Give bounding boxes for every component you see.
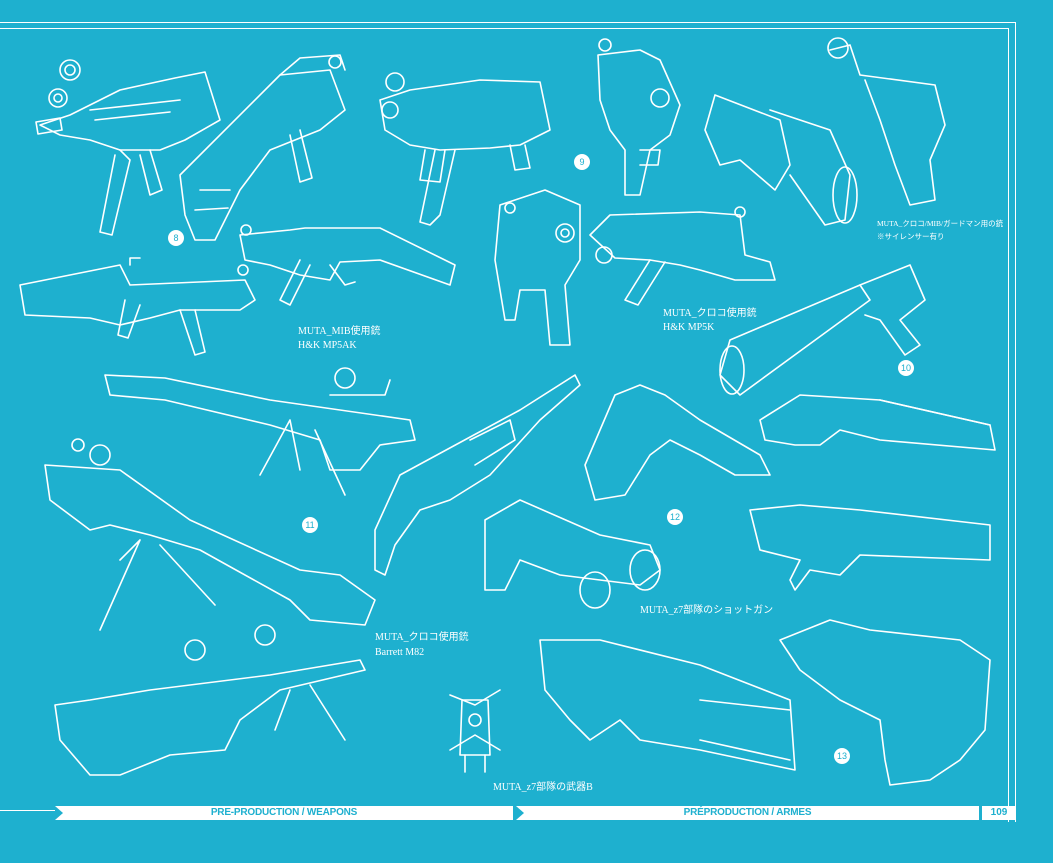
sketch-pistol-silencer-2 bbox=[827, 37, 946, 206]
sketch-launcher-3 bbox=[779, 619, 991, 786]
sketch-pistol-silencer-1 bbox=[704, 94, 858, 226]
footer-right-arrow-icon bbox=[516, 806, 524, 820]
sketch-launcher-2 bbox=[539, 639, 796, 771]
footer-rule bbox=[0, 810, 55, 811]
sketch-mp5-stock bbox=[179, 54, 346, 241]
page-number: 109 bbox=[982, 806, 1016, 820]
caption-barrett-line2: Barrett M82 bbox=[375, 647, 425, 658]
figure-number-10: 10 bbox=[898, 360, 914, 376]
caption-mp5ak-line2: H&K MP5AK bbox=[298, 340, 357, 351]
page-footer: PRE-PRODUCTION / WEAPONS PRÉPRODUCTION /… bbox=[0, 800, 1016, 822]
page-frame-outer bbox=[0, 22, 1016, 822]
caption-pistol-line2: ※サイレンサー有り bbox=[877, 232, 945, 241]
sketch-mp5k-side bbox=[589, 206, 776, 306]
figure-number-13: 13 bbox=[834, 748, 850, 764]
sketch-mp5-side bbox=[19, 257, 256, 356]
footer-left-label: PRE-PRODUCTION / WEAPONS bbox=[210, 807, 358, 818]
sketch-mp5-front bbox=[35, 59, 221, 236]
caption-shotgun: MUTA_z7部隊のショットガン bbox=[640, 605, 774, 616]
sketch-shotgun-3 bbox=[484, 499, 661, 609]
footer-right-label: PRÉPRODUCTION / ARMES bbox=[683, 807, 812, 818]
sketch-mp5k-2 bbox=[597, 38, 681, 196]
figure-number-11: 11 bbox=[302, 517, 318, 533]
sketch-shotgun-1 bbox=[374, 374, 581, 576]
sketch-barrett-1 bbox=[104, 367, 416, 496]
footer-left-arrow-icon bbox=[55, 806, 63, 820]
sketch-shotgun-2 bbox=[584, 384, 771, 501]
sketch-mp5k-front bbox=[494, 189, 581, 346]
caption-weapon-b: MUTA_z7部隊の武器B bbox=[493, 782, 593, 793]
footer-left-bar: PRE-PRODUCTION / WEAPONS bbox=[55, 806, 513, 820]
sketch-barrett-2 bbox=[44, 438, 376, 631]
sketch-launcher-1 bbox=[749, 504, 991, 591]
caption-pistol-line1: MUTA_クロコ/MIB/ガードマン用の銃 bbox=[877, 219, 1004, 228]
figure-number-9: 9 bbox=[574, 154, 590, 170]
page-frame-inner bbox=[0, 28, 1009, 822]
caption-barrett-line1: MUTA_クロコ使用銃 bbox=[375, 632, 469, 643]
figure-number-12: 12 bbox=[667, 509, 683, 525]
sketch-pistol-silencer-4 bbox=[759, 394, 996, 451]
sketch-barrett-3 bbox=[54, 624, 366, 776]
footer-right-bar: PRÉPRODUCTION / ARMES bbox=[516, 806, 979, 820]
caption-mp5ak-line1: MUTA_MIB使用銃 bbox=[298, 326, 381, 337]
figure-number-8: 8 bbox=[168, 230, 184, 246]
sketch-weapon-b-front bbox=[449, 689, 501, 773]
caption-mp5k-line2: H&K MP5K bbox=[663, 322, 715, 333]
sketch-pistol-silencer-3 bbox=[719, 264, 926, 396]
sketch-mp5k-1 bbox=[328, 55, 551, 226]
caption-mp5k-line1: MUTA_クロコ使用銃 bbox=[663, 308, 757, 319]
sketch-mp5ak bbox=[239, 224, 456, 306]
